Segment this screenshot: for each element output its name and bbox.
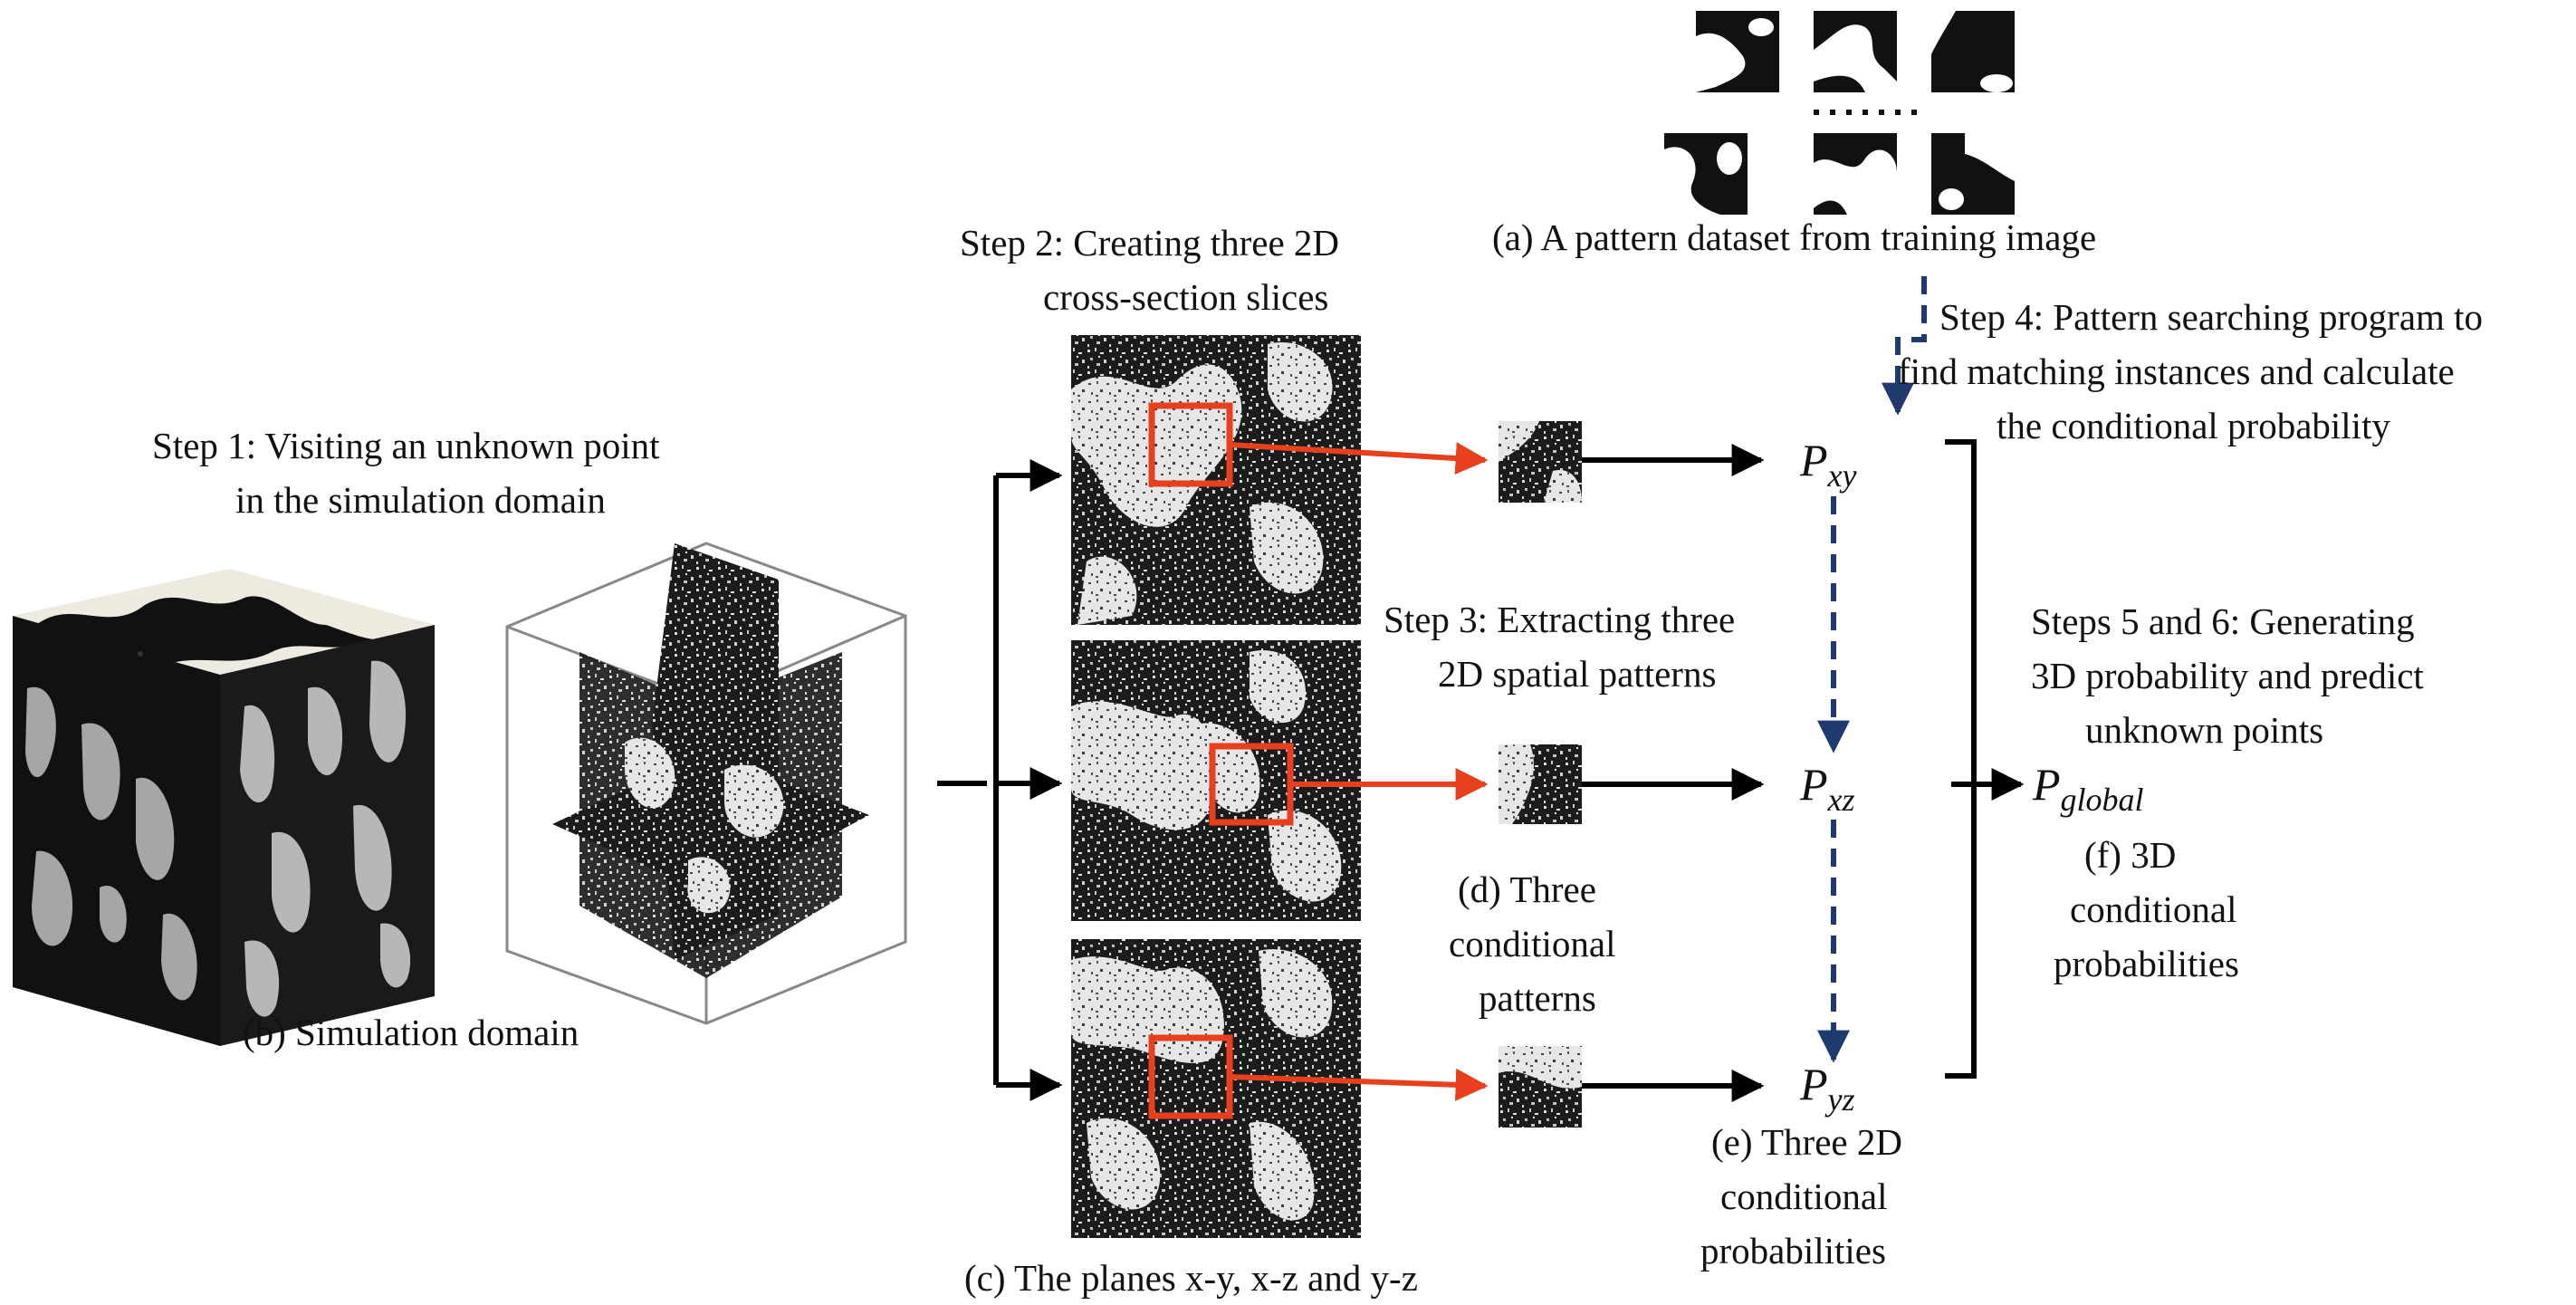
caption-f-line1: (f) 3D [2084, 834, 2176, 876]
slice-plane-vertical-2 [579, 652, 842, 978]
slice-xy [1071, 335, 1361, 625]
caption-f-line3: probabilities [2054, 943, 2239, 984]
step4-line3: the conditional probability [1997, 405, 2390, 446]
pattern-yz [1499, 1046, 1582, 1127]
cube-top-dark-region [36, 596, 426, 668]
training-pattern-2 [1814, 11, 1897, 93]
step1-line2: in the simulation domain [235, 479, 606, 521]
prob-pxz: Pxz [1799, 759, 1855, 818]
step1-line1: Step 1: Visiting an unknown point [152, 425, 660, 466]
red-arrow-xy [1229, 442, 1489, 475]
caption-d-line3: patterns [1479, 977, 1596, 1019]
step56-line1: Steps 5 and 6: Generating [2031, 600, 2415, 642]
dashed-flow-dataset-to-pxy [1882, 276, 1927, 416]
caption-e-line1: (e) Three 2D [1711, 1121, 1902, 1163]
slice-xz [1071, 640, 1361, 921]
caption-d-line2: conditional [1449, 923, 1615, 964]
caption-b: (b) Simulation domain [243, 1012, 579, 1053]
caption-d-line1: (d) Three [1458, 868, 1596, 910]
training-pattern-6 [1931, 133, 2015, 215]
pattern-dataset [1664, 11, 2015, 215]
training-pattern-3 [1931, 11, 2015, 92]
simulation-cube [13, 569, 435, 1046]
branch-arrows [937, 459, 1063, 1101]
caption-f-line2: conditional [2070, 888, 2236, 930]
step2-line2: cross-section slices [1043, 276, 1328, 318]
slice-yz [1071, 939, 1361, 1238]
caption-e-line2: conditional [1720, 1175, 1887, 1217]
caption-e-line3: probabilities [1700, 1230, 1886, 1271]
caption-a: (a) A pattern dataset from training imag… [1492, 216, 2096, 258]
combine-bracket [1945, 439, 1977, 1079]
pattern-xy [1499, 421, 1582, 503]
training-pattern-1 [1696, 11, 1779, 92]
ellipsis-dots [1814, 110, 1917, 115]
sliced-cube [505, 542, 907, 1025]
step4-line1: Step 4: Pattern searching program to [1939, 296, 2483, 338]
step2-line1: Step 2: Creating three 2D [960, 222, 1339, 264]
step56-line2: 3D probability and predict [2031, 655, 2424, 696]
step3-line2: 2D spatial patterns [1438, 653, 1716, 695]
step3-line1: Step 3: Extracting three [1384, 599, 1735, 640]
pattern-xz [1499, 744, 1582, 824]
red-arrow-yz [1229, 1068, 1489, 1101]
prob-pxy: Pxy [1799, 435, 1857, 494]
prob-pyz: Pyz [1799, 1059, 1855, 1118]
training-pattern-4 [1664, 133, 1748, 215]
training-pattern-5 [1814, 133, 1897, 215]
caption-c: (c) The planes x-y, x-z and y-z [964, 1257, 1418, 1299]
step56-line3: unknown points [2085, 709, 2323, 751]
step4-line2: find matching instances and calculate [1898, 350, 2455, 392]
prob-pglobal: Pglobal [2032, 759, 2144, 818]
